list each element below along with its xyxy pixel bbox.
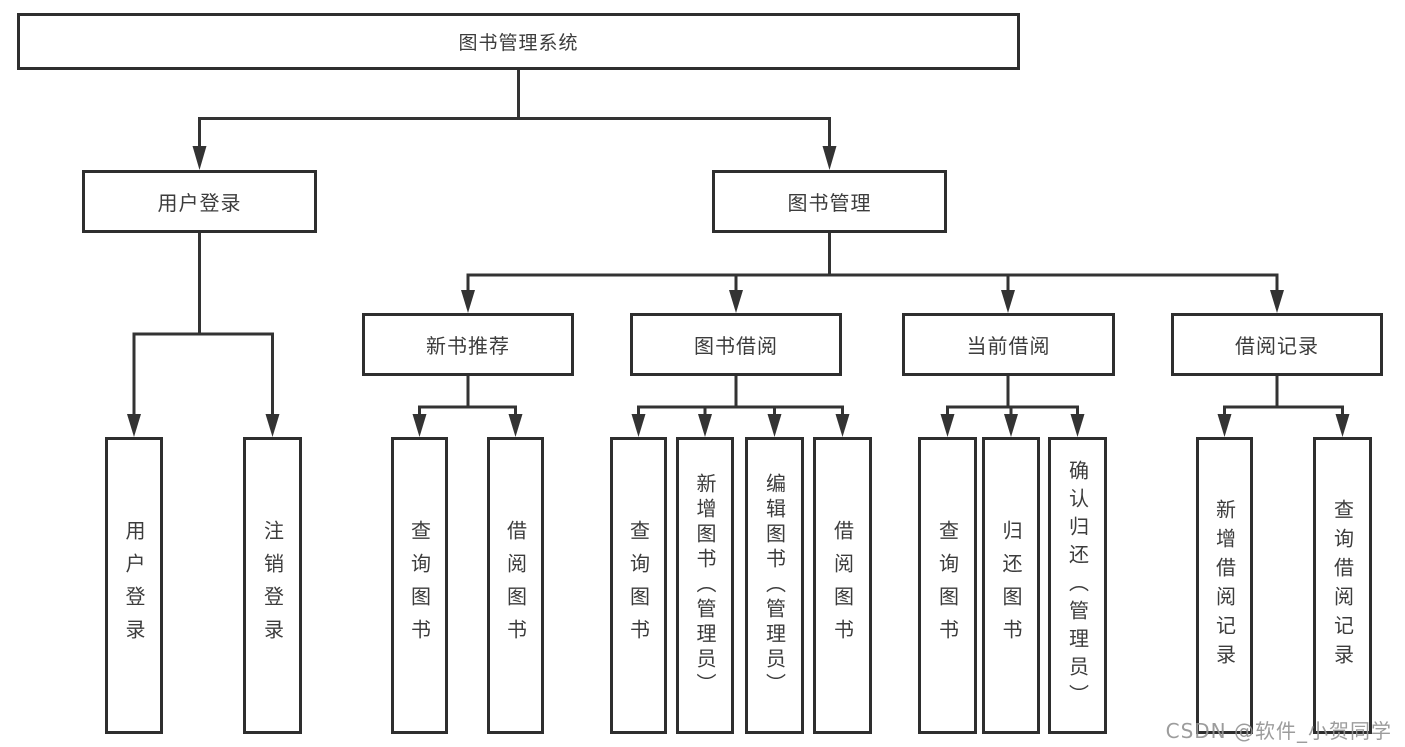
node-book-borrowing: 图书借阅 — [630, 313, 842, 376]
node-user-login: 用户登录 — [82, 170, 317, 233]
leaf-query-books-borrowing: 查询图书 — [610, 437, 667, 734]
leaf-label: 确认归还（管理员） — [1065, 459, 1090, 712]
node-library-management-system: 图书管理系统 — [17, 13, 1020, 70]
watermark-text: CSDN @软件_小贺同学 — [1165, 719, 1392, 743]
leaf-query-borrowing-record: 查询借阅记录 — [1313, 437, 1372, 734]
arrow-down-icon — [412, 414, 427, 437]
connector-user-login-subtree — [132, 233, 274, 416]
leaf-borrow-books-recommendation: 借阅图书 — [487, 437, 544, 734]
arrow-down-icon — [835, 414, 850, 437]
arrow-down-icon — [698, 414, 712, 437]
arrow-down-icon — [1335, 414, 1350, 437]
connector-book-mgmt-subtree — [466, 233, 1279, 292]
connector-level1-branch — [198, 117, 831, 148]
leaf-label: 编辑图书（管理员） — [762, 473, 787, 698]
arrow-down-icon — [265, 414, 280, 437]
arrow-down-icon — [767, 414, 782, 437]
node-label: 图书借阅 — [694, 334, 778, 358]
leaf-query-books-current: 查询图书 — [918, 437, 977, 734]
arrow-down-icon — [940, 414, 955, 437]
leaf-add-borrowing-record: 新增借阅记录 — [1196, 437, 1253, 734]
arrow-down-icon — [1001, 290, 1015, 313]
leaf-confirm-return-admin: 确认归还（管理员） — [1048, 437, 1107, 734]
node-borrowing-records: 借阅记录 — [1171, 313, 1383, 376]
leaf-label: 注销登录 — [260, 519, 285, 652]
arrow-down-icon — [822, 146, 837, 170]
leaf-label: 借阅图书 — [830, 519, 855, 652]
node-label: 图书管理 — [787, 191, 872, 215]
arrow-down-icon — [461, 290, 475, 313]
arrow-down-icon — [729, 290, 743, 313]
leaf-label: 借阅图书 — [503, 519, 528, 652]
arrowheads — [127, 146, 1350, 437]
arrow-down-icon — [127, 414, 141, 437]
leaf-label: 查询图书 — [935, 519, 960, 652]
arrow-down-icon — [1217, 414, 1232, 437]
node-label: 借阅记录 — [1235, 334, 1319, 358]
node-label: 图书管理系统 — [458, 32, 579, 54]
leaf-query-books-recommendation: 查询图书 — [391, 437, 448, 734]
leaf-logout: 注销登录 — [243, 437, 302, 734]
connector-recommend-branch — [418, 405, 517, 416]
connector-borrowing-branch — [637, 405, 844, 416]
node-current-borrowing: 当前借阅 — [902, 313, 1115, 376]
node-new-book-recommendation: 新书推荐 — [362, 313, 574, 376]
leaf-borrow-books-borrowing: 借阅图书 — [813, 437, 872, 734]
node-label: 新书推荐 — [426, 334, 510, 358]
arrow-down-icon — [192, 146, 207, 170]
leaf-label: 查询图书 — [407, 519, 432, 652]
leaf-label: 查询图书 — [626, 519, 651, 652]
leaf-label: 查询借阅记录 — [1330, 498, 1355, 673]
node-label: 当前借阅 — [966, 334, 1051, 358]
arrow-down-icon — [508, 414, 523, 437]
connector-records-branch — [1223, 405, 1344, 416]
leaf-add-books-admin: 新增图书（管理员） — [676, 437, 734, 734]
arrow-down-icon — [631, 414, 646, 437]
leaf-label: 新增借阅记录 — [1212, 498, 1237, 673]
arrow-down-icon — [1004, 414, 1018, 437]
leaf-user-login: 用户登录 — [105, 437, 163, 734]
node-label: 用户登录 — [157, 191, 242, 215]
leaf-label: 新增图书（管理员） — [693, 473, 717, 698]
connector-group — [132, 70, 1344, 416]
node-book-management: 图书管理 — [712, 170, 947, 233]
connector-current-branch — [946, 405, 1079, 416]
leaf-edit-books-admin: 编辑图书（管理员） — [745, 437, 804, 734]
leaf-label: 用户登录 — [122, 519, 146, 652]
leaf-label: 归还图书 — [999, 519, 1023, 652]
arrow-down-icon — [1070, 414, 1085, 437]
leaf-return-books: 归还图书 — [982, 437, 1040, 734]
arrow-down-icon — [1270, 290, 1284, 313]
connector-level3-stems — [466, 376, 1279, 408]
